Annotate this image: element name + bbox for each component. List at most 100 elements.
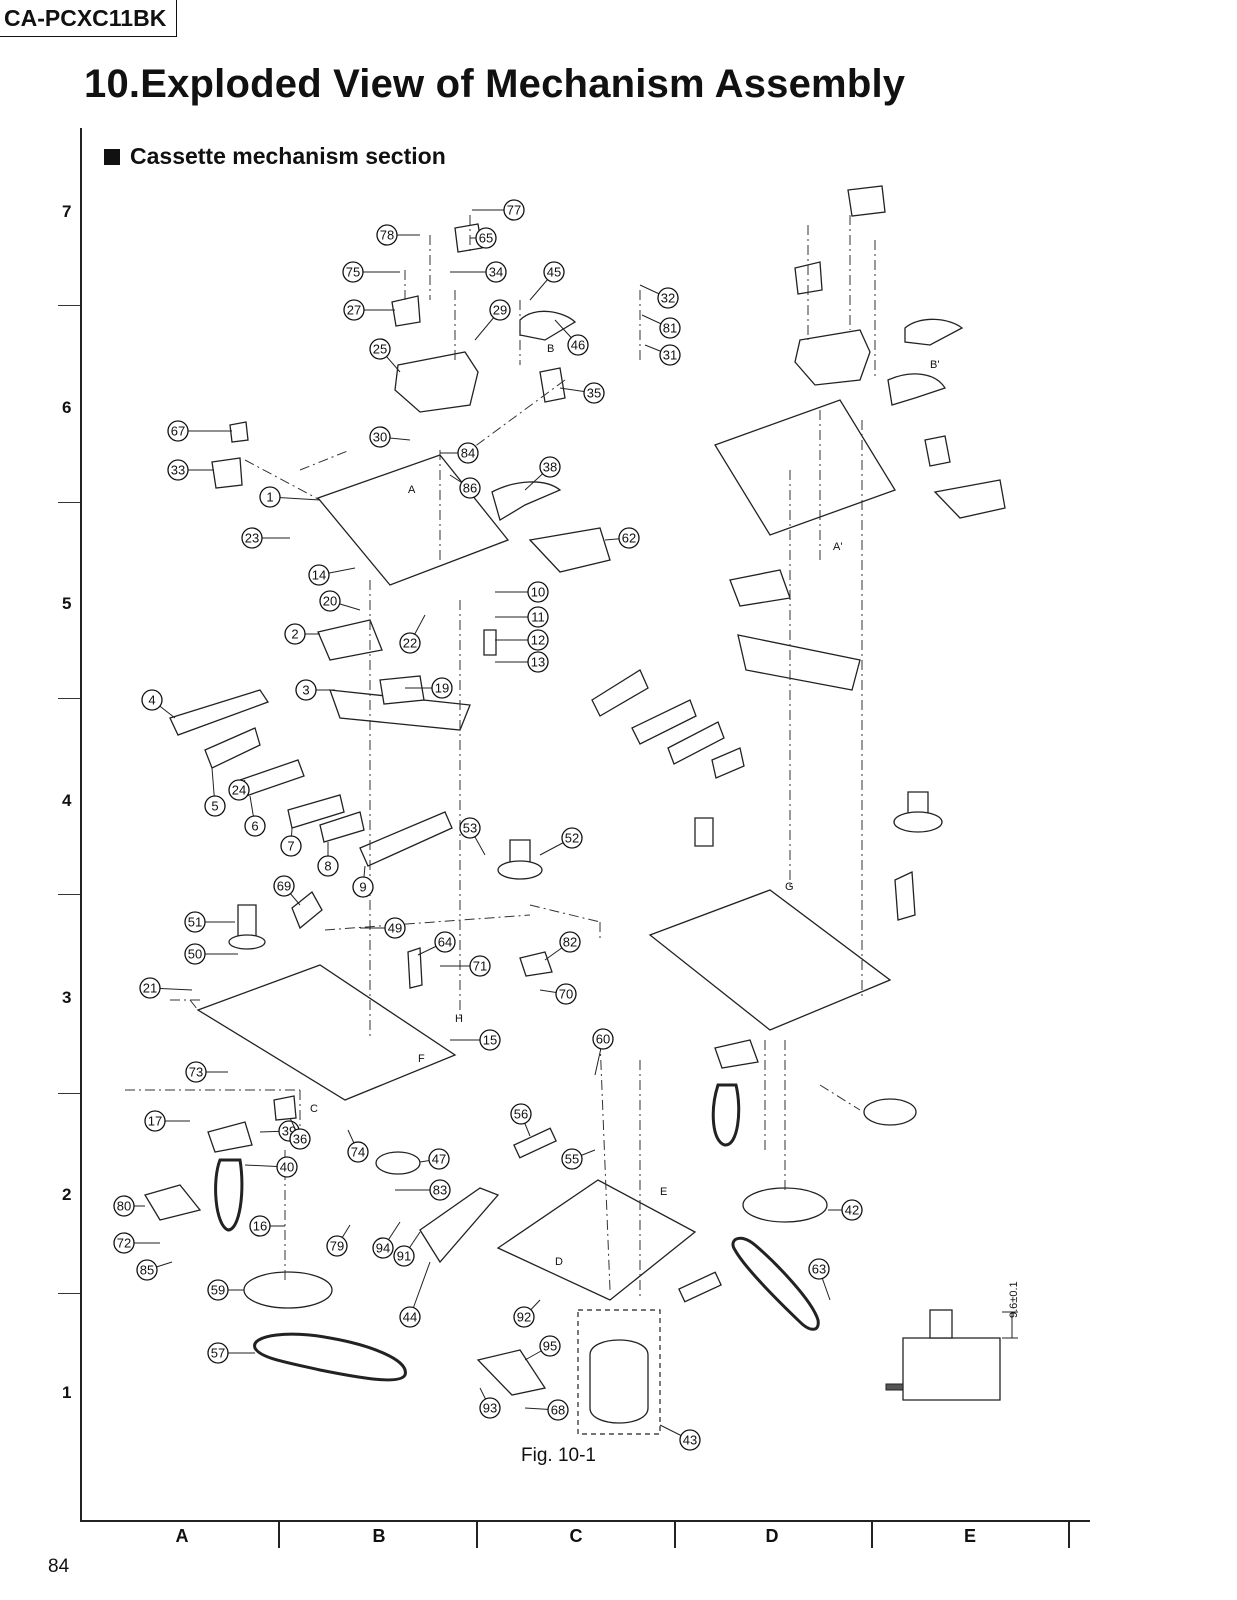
- callout-circle: [249, 1215, 271, 1237]
- lever-80: [144, 1184, 202, 1221]
- callout-circle: [561, 827, 583, 849]
- callout-circle: [228, 779, 250, 801]
- callout-number: 11: [531, 610, 545, 625]
- callout-number: 3: [302, 683, 309, 698]
- gear-52-left: [497, 860, 543, 880]
- row-tick: [58, 305, 80, 307]
- callout-number: 19: [435, 681, 449, 696]
- part-callout: 92: [513, 1299, 541, 1328]
- gear-47-right: [863, 1098, 917, 1126]
- callout-number: 82: [563, 935, 577, 950]
- callout-circle: [399, 1306, 421, 1328]
- slider-4: [169, 689, 269, 736]
- callout-number: 62: [622, 531, 636, 546]
- part-callout: 32: [639, 284, 679, 309]
- row-tick: [58, 1293, 80, 1295]
- callout-number: 2: [291, 627, 298, 642]
- callout-circle: [184, 943, 206, 965]
- callout-number: 63: [812, 1262, 826, 1277]
- part-callout: 24: [228, 779, 250, 801]
- part-callout: 42: [828, 1199, 863, 1221]
- callout-circle: [428, 1148, 450, 1170]
- callout-circle: [204, 795, 226, 817]
- row-label-3: 3: [62, 988, 72, 1007]
- callout-number: 80: [117, 1199, 131, 1214]
- callout-circle: [510, 1103, 532, 1125]
- part-callout: 64: [417, 931, 456, 956]
- motor-dashed-outline: [577, 1309, 661, 1435]
- callout-circle: [241, 527, 263, 549]
- part-callout: 14: [308, 564, 356, 586]
- motor-unit-39-right: [714, 1039, 759, 1069]
- callout-number: 30: [373, 430, 387, 445]
- section-heading-text: Cassette mechanism section: [130, 143, 446, 169]
- callout-number: 65: [479, 231, 493, 246]
- callout-circle: [144, 1110, 166, 1132]
- part-callout: 23: [241, 527, 290, 549]
- callout-number: 93: [483, 1401, 497, 1416]
- part-callout: 55: [561, 1148, 596, 1170]
- callout-number: 23: [245, 531, 259, 546]
- part-callout: 91: [393, 1231, 421, 1267]
- part-callout: 19: [405, 677, 453, 699]
- part-callout: 43: [659, 1424, 701, 1451]
- part-callout: 7: [280, 827, 302, 857]
- callout-number: 16: [253, 1219, 267, 1234]
- part-callout: 9: [352, 865, 374, 898]
- spring-12: [483, 629, 497, 656]
- reference-letters: A B C D E F G H A' B': [310, 343, 939, 1268]
- callout-circle: [479, 1397, 501, 1419]
- row-label-4: 4: [62, 791, 72, 810]
- part-callout: 53: [459, 817, 486, 856]
- bracket-62-left: [528, 527, 611, 573]
- callout-number: 67: [171, 424, 185, 439]
- part-callout: 65: [470, 227, 497, 249]
- callout-circle: [167, 459, 189, 481]
- callout-number: 24: [232, 783, 246, 798]
- col-separator: [1068, 1522, 1070, 1548]
- letter-f: F: [418, 1053, 425, 1065]
- callout-number: 31: [663, 348, 677, 363]
- part-callout: 17: [144, 1110, 190, 1132]
- callout-circle: [808, 1258, 830, 1280]
- part-callout: 84: [440, 442, 479, 464]
- part-callout: 70: [539, 983, 577, 1005]
- bracket-62-right: [933, 479, 1006, 519]
- callout-circle: [259, 486, 281, 508]
- row-label-2: 2: [62, 1185, 72, 1204]
- pinch-arm-left: [519, 310, 577, 341]
- part-callout: 21: [139, 977, 193, 999]
- assembly-guide-lines: [125, 215, 876, 1300]
- callout-circle: [184, 911, 206, 933]
- callout-number: 49: [388, 921, 402, 936]
- part-callout: 29: [474, 299, 511, 341]
- callout-circle: [841, 1199, 863, 1221]
- part-callout: 63: [808, 1258, 831, 1301]
- col-label-d: D: [765, 1526, 779, 1546]
- callout-number: 56: [514, 1107, 528, 1122]
- col-label-c: C: [569, 1526, 583, 1546]
- callout-circle: [657, 287, 679, 309]
- main-chassis-right: [714, 399, 896, 536]
- callout-circle: [459, 817, 481, 839]
- model-number-box: CA-PCXC11BK: [0, 0, 178, 37]
- head-mount-plate-right: [794, 329, 871, 386]
- callout-circle: [273, 875, 295, 897]
- part-callout: 20: [319, 590, 361, 612]
- callout-number: 8: [324, 859, 331, 874]
- bar-60-left: [513, 1127, 557, 1159]
- part-callout: 2: [284, 623, 320, 645]
- bracket-82: [519, 951, 553, 977]
- callout-number: 79: [330, 1239, 344, 1254]
- figure-caption: Fig. 10-1: [521, 1445, 596, 1466]
- part-callout: 74: [347, 1129, 369, 1163]
- slider-8-right: [711, 747, 745, 779]
- part-callout: 45: [529, 261, 565, 301]
- switch-block-67: [229, 421, 249, 443]
- callout-number: 32: [661, 291, 675, 306]
- callout-number: 95: [543, 1339, 557, 1354]
- callout-circle: [352, 876, 374, 898]
- lever-38-right: [887, 373, 946, 406]
- callout-number: 85: [140, 1263, 154, 1278]
- part-callout: 15: [450, 1029, 501, 1051]
